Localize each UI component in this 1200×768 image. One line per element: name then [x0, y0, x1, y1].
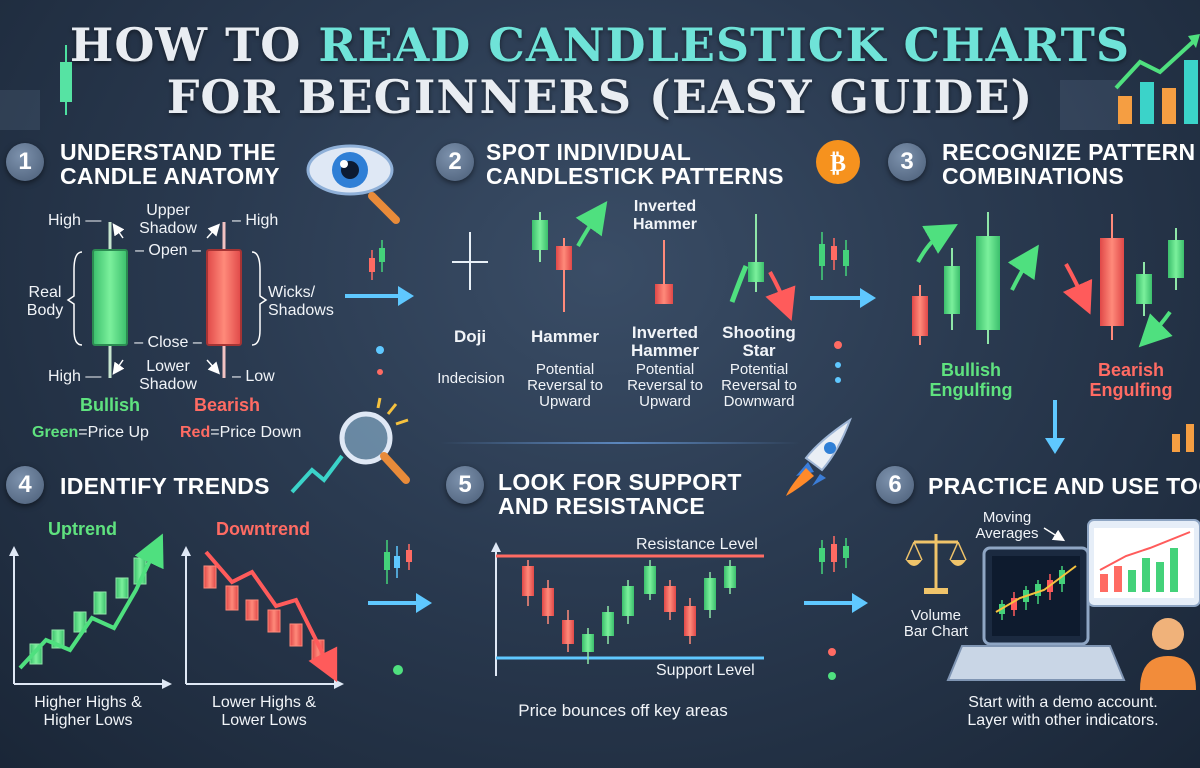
svg-text:₿: ₿ [830, 149, 846, 177]
caption-support-resistance: Price bounces off key areas [518, 701, 728, 720]
anatomy-pointers [66, 223, 268, 375]
downtrend-chart [181, 546, 344, 689]
rocket-icon [786, 417, 853, 496]
step-number-2: 2 [436, 143, 474, 181]
desc-uptrend: Higher Highs &Higher Lows [34, 694, 142, 729]
label-downtrend: Downtrend [216, 519, 310, 539]
label-green-price-up: Green=Price Up [32, 424, 149, 441]
flow-arrow-3-6 [1045, 400, 1065, 454]
doji-candle [452, 232, 488, 290]
label-bearish: Bearish [194, 395, 261, 415]
label-doji: Doji [453, 327, 487, 346]
flow-arrow-5-6 [804, 593, 868, 613]
decor-mini-candles [369, 232, 849, 680]
label-support-level: Support Level [656, 662, 755, 679]
hammer-candles [532, 200, 608, 312]
label-wicks-shadows: Wicks/Shadows [268, 284, 334, 319]
label-open: – Open – [135, 242, 201, 259]
label-hammer: Hammer [530, 327, 600, 346]
label-high-right: – High [232, 212, 279, 229]
title-line-2: FOR BEGINNERS (EASY GUIDE) [166, 70, 1034, 124]
user-icon [1140, 618, 1196, 690]
section-6-title: PRACTICE AND USE TOOLS [928, 474, 1200, 498]
bullish-anatomy-candle [92, 222, 128, 378]
label-bullish: Bullish [80, 395, 141, 415]
decor-growth-chart [1114, 34, 1200, 124]
bearish-engulfing-candles [1062, 214, 1184, 348]
label-uptrend: Uptrend [48, 519, 117, 539]
label-low: – Low [232, 368, 275, 385]
decor-bars-right [1172, 424, 1194, 452]
label-close: – Close – [134, 334, 202, 351]
background-decor [0, 80, 1120, 130]
inverted-hammer-candle [655, 240, 673, 304]
flow-arrow-1-2 [345, 286, 414, 306]
bitcoin-icon: ₿ [816, 140, 860, 184]
decor-candles-left [60, 45, 72, 115]
eye-magnifier-icon [306, 144, 400, 224]
scales-icon [905, 534, 967, 594]
step-number-4: 4 [6, 466, 44, 504]
step-number-1: 1 [6, 143, 44, 181]
section-4-title: IDENTIFY TRENDS [60, 473, 270, 499]
step-number-6: 6 [876, 466, 914, 504]
flow-arrow-4-5 [368, 593, 432, 613]
flow-arrow-2-3 [810, 288, 876, 308]
label-high-left: High — [48, 212, 102, 229]
label-high-bottom: High — [48, 368, 102, 385]
bullish-engulfing-candles [912, 212, 1039, 345]
caption-tools: Start with a demo account.Layer with oth… [967, 694, 1159, 729]
step-number-5: 5 [446, 466, 484, 504]
shooting-star-candles [729, 214, 796, 321]
magnifier-icon [290, 397, 410, 494]
bearish-anatomy-candle [206, 222, 242, 378]
desc-doji: Indecision [437, 370, 505, 387]
title-line-1: HOW TO READ CANDLESTICK CHARTS [69, 18, 1131, 72]
uptrend-chart [9, 533, 172, 689]
label-resistance-level: Resistance Level [636, 536, 758, 553]
support-resistance-chart [491, 542, 764, 676]
section-divider [440, 442, 800, 444]
laptop-chart-icon [946, 519, 1200, 681]
desc-downtrend: Lower Highs &Lower Lows [211, 694, 317, 729]
label-red-price-down: Red=Price Down [180, 424, 302, 441]
step-number-3: 3 [888, 143, 926, 181]
